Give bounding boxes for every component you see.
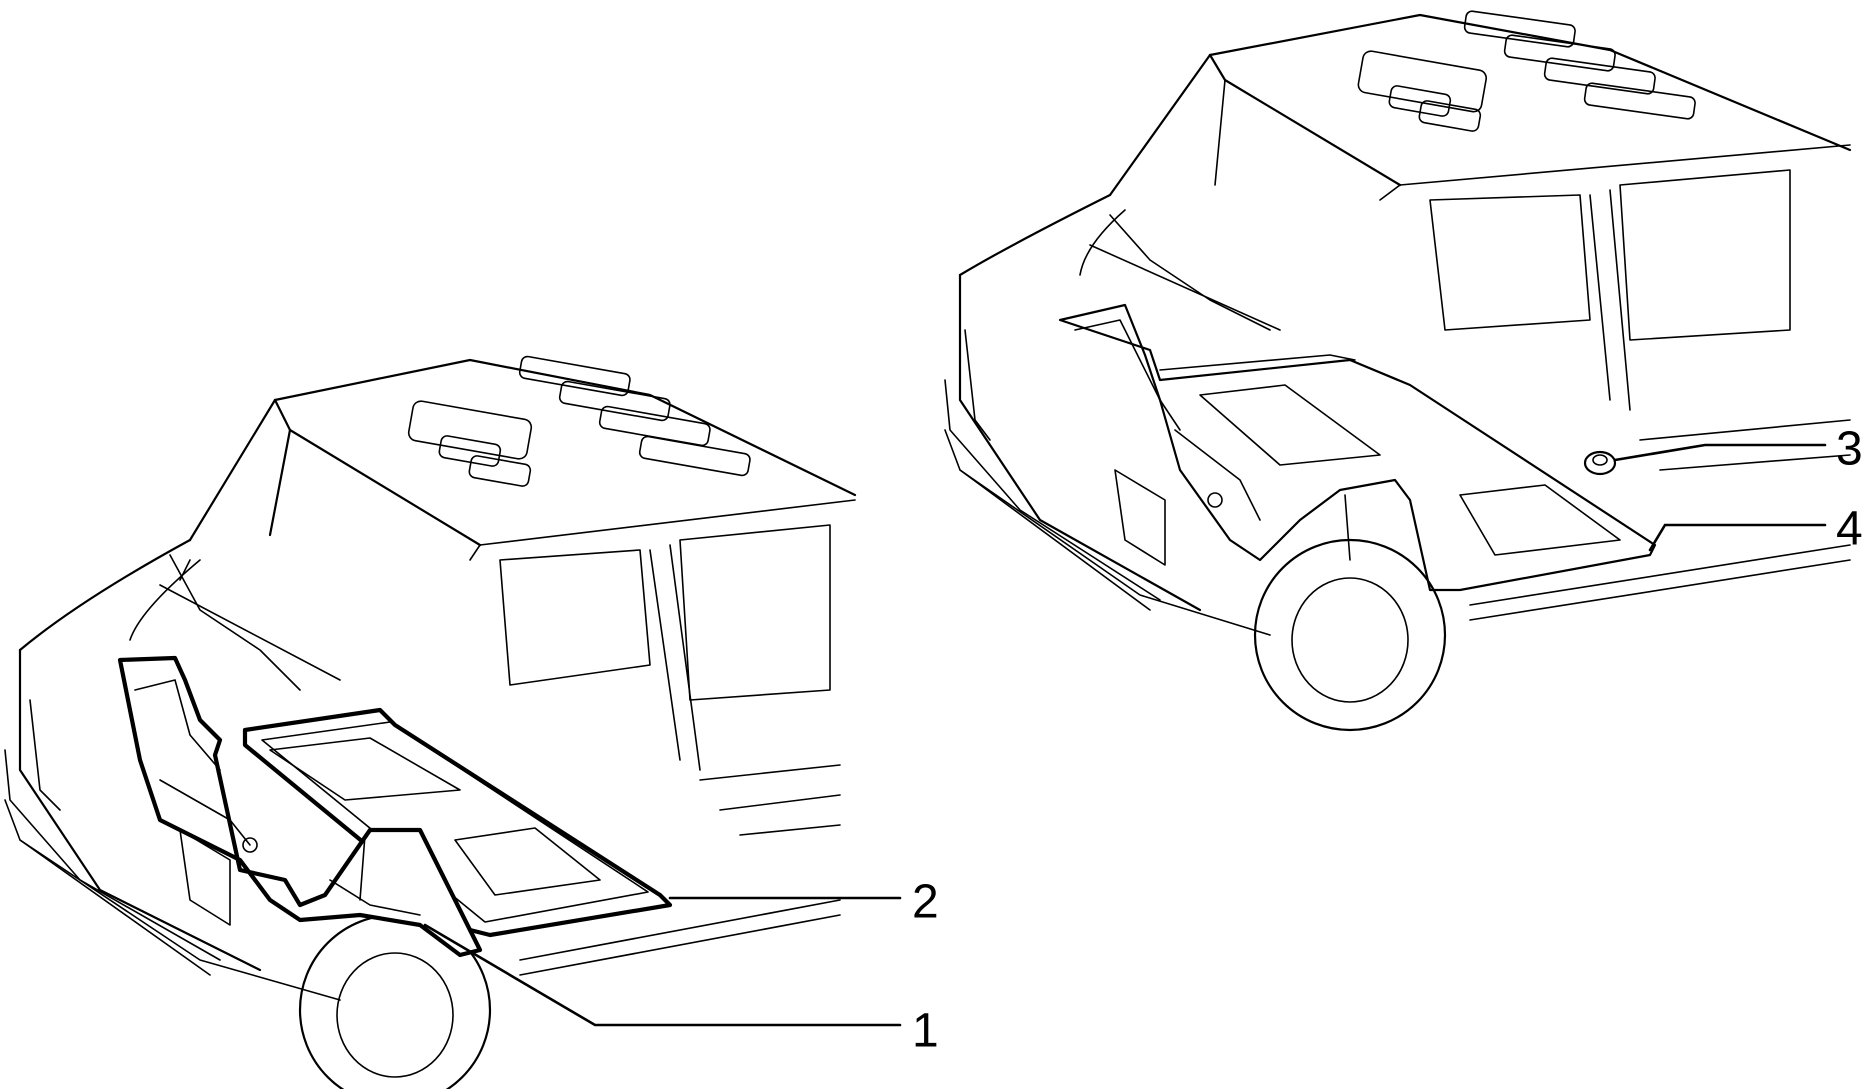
callout-2-group: 2 xyxy=(668,876,939,929)
callout-4-group: 4 xyxy=(1648,503,1863,556)
right-front-wheel xyxy=(1253,538,1447,732)
right-roof-vents xyxy=(1357,10,1696,132)
callout-4: 4 xyxy=(1836,503,1863,556)
callout-1: 1 xyxy=(912,1005,939,1058)
leader-line-4 xyxy=(1648,523,1827,552)
callout-2: 2 xyxy=(912,876,939,929)
leader-line-3 xyxy=(1613,443,1827,462)
callout-3: 3 xyxy=(1836,423,1863,476)
part-1-front-mat xyxy=(117,655,483,958)
callout-1-group: 1 xyxy=(423,923,939,1058)
callout-3-group: 3 xyxy=(1613,423,1863,476)
installed-mats xyxy=(1058,303,1657,592)
leader-line-1 xyxy=(423,923,902,1027)
part-3-clip xyxy=(1583,450,1617,476)
left-van xyxy=(4,355,857,1089)
right-van xyxy=(944,10,1852,732)
part-2-rear-mat xyxy=(242,707,673,938)
left-roof-vents xyxy=(407,355,751,487)
